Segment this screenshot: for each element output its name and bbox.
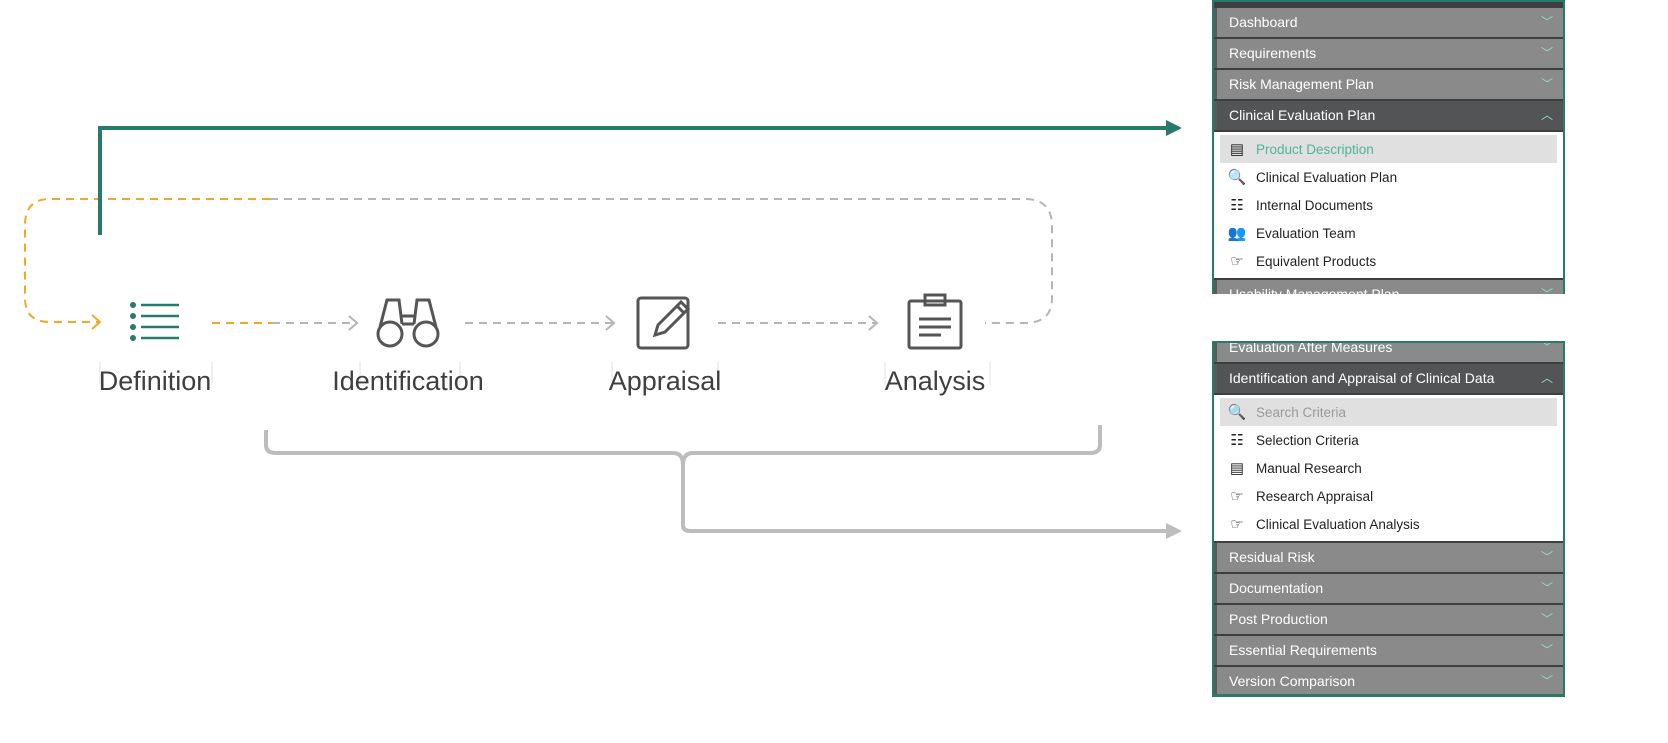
nav-header-evaluation-after-measures[interactable]: Evaluation After Measures ﹀ <box>1214 341 1563 362</box>
item-label: Clinical Evaluation Plan <box>1256 169 1398 185</box>
step-label: Appraisal <box>608 366 722 396</box>
chevron-up-icon: ︿ <box>1540 108 1553 122</box>
teal-arrow <box>98 126 1168 235</box>
item-label: Equivalent Products <box>1256 253 1377 269</box>
step-definition: Definition <box>55 292 255 397</box>
checklist-icon: ☷ <box>1230 432 1244 449</box>
arrowhead-orange <box>91 314 102 330</box>
step-label: Identification <box>332 366 484 396</box>
step-analysis: Analysis <box>835 292 1035 397</box>
nav-item-clinical-evaluation-plan[interactable]: 🔍 Clinical Evaluation Plan <box>1220 163 1557 191</box>
clipboard-icon <box>835 292 1035 352</box>
nav-items: 🔍 Search Criteria ☷ Selection Criteria ▤ Ma… <box>1214 395 1563 541</box>
nav-item-research-appraisal[interactable]: ☞ Research Appraisal <box>1220 482 1557 510</box>
header-label: Usability Management Plan <box>1229 286 1400 294</box>
nav-item-product-description[interactable]: ▤ Product Description <box>1220 135 1557 163</box>
header-label: Evaluation After Measures <box>1229 341 1393 355</box>
nav-header-post-production[interactable]: Post Production ﹀ <box>1214 605 1563 634</box>
nav-item-selection-criteria[interactable]: ☷ Selection Criteria <box>1220 426 1557 454</box>
nav-header-essential-requirements[interactable]: Essential Requirements ﹀ <box>1214 636 1563 665</box>
nav-item-equivalent-products[interactable]: ☞ Equivalent Products <box>1220 247 1557 275</box>
nav-header-risk-management-plan[interactable]: Risk Management Plan ﹀ <box>1214 70 1563 99</box>
item-label: Evaluation Team <box>1256 225 1356 241</box>
chevron-down-icon: ﹀ <box>1540 77 1553 91</box>
item-label: Search Criteria <box>1256 404 1347 420</box>
nav-header-requirements[interactable]: Requirements ﹀ <box>1214 39 1563 68</box>
header-label: Essential Requirements <box>1229 642 1377 658</box>
nav-item-search-criteria[interactable]: 🔍 Search Criteria <box>1220 398 1557 426</box>
document-hand-icon: ☞ <box>1230 488 1244 505</box>
nav-item-manual-research[interactable]: ▤ Manual Research <box>1220 454 1557 482</box>
document-hand-icon: ☞ <box>1230 253 1244 270</box>
nav-header-dashboard[interactable]: Dashboard ﹀ <box>1214 8 1563 37</box>
header-label: Post Production <box>1229 611 1328 627</box>
chevron-down-icon: ﹀ <box>1540 581 1553 595</box>
header-label: Documentation <box>1229 580 1324 596</box>
team-icon: 👥 <box>1227 225 1247 242</box>
header-label: Identification and Appraisal of Clinical… <box>1229 370 1495 386</box>
chevron-down-icon: ﹀ <box>1540 15 1553 29</box>
nav-header-residual-risk[interactable]: Residual Risk ﹀ <box>1214 543 1563 572</box>
nav-header-version-comparison[interactable]: Version Comparison ﹀ <box>1214 667 1563 694</box>
chevron-down-icon: ﹀ <box>1540 550 1553 564</box>
chevron-down-icon: ﹀ <box>1540 674 1553 688</box>
edit-icon <box>565 292 765 352</box>
step-label: Definition <box>98 366 212 396</box>
chevron-down-icon: ﹀ <box>1540 341 1553 354</box>
chevron-down-icon: ﹀ <box>1540 612 1553 626</box>
header-label: Dashboard <box>1229 14 1298 30</box>
loop-orange <box>24 198 270 323</box>
item-label: Internal Documents <box>1256 197 1374 213</box>
step-appraisal: Appraisal <box>565 292 765 397</box>
checklist-icon: ☷ <box>1230 197 1244 214</box>
product-description-icon: ▤ <box>1229 141 1245 158</box>
nav-header-identification-appraisal[interactable]: Identification and Appraisal of Clinical… <box>1214 364 1563 393</box>
item-label: Selection Criteria <box>1256 432 1359 448</box>
nav-items: ▤ Product Description 🔍 Clinical Evaluatio… <box>1214 132 1563 278</box>
header-label: Risk Management Plan <box>1229 76 1374 92</box>
loop-grey <box>270 198 1053 324</box>
chevron-up-icon: ︿ <box>1540 371 1553 385</box>
search-list-icon: 🔍 <box>1227 404 1247 421</box>
nav-item-internal-documents[interactable]: ☷ Internal Documents <box>1220 191 1557 219</box>
chevron-down-icon: ﹀ <box>1540 643 1553 657</box>
header-label: Version Comparison <box>1229 673 1356 689</box>
nav-item-clinical-evaluation-analysis[interactable]: ☞ Clinical Evaluation Analysis <box>1220 510 1557 538</box>
nav-item-evaluation-team[interactable]: 👥 Evaluation Team <box>1220 219 1557 247</box>
item-label: Manual Research <box>1256 460 1362 476</box>
bracket-grey <box>264 425 1168 533</box>
nav-panel-bottom: Evaluation After Measures ﹀ Identificatio… <box>1212 341 1565 697</box>
list-icon <box>55 292 255 352</box>
search-list-icon: 🔍 <box>1227 169 1247 186</box>
step-label: Analysis <box>884 366 986 396</box>
chevron-down-icon: ﹀ <box>1540 46 1553 60</box>
item-label: Research Appraisal <box>1256 488 1374 504</box>
nav-header-usability-management-plan[interactable]: Usability Management Plan ﹀ <box>1214 280 1563 294</box>
item-label: Product Description <box>1256 141 1374 157</box>
chevron-down-icon: ﹀ <box>1540 287 1553 294</box>
header-label: Requirements <box>1229 45 1317 61</box>
nav-header-clinical-evaluation-plan[interactable]: Clinical Evaluation Plan ︿ <box>1214 101 1563 130</box>
binoculars-icon <box>308 292 508 352</box>
header-label: Clinical Evaluation Plan <box>1229 107 1376 123</box>
header-label: Residual Risk <box>1229 549 1315 565</box>
item-label: Clinical Evaluation Analysis <box>1256 516 1420 532</box>
document-hand-icon: ☞ <box>1230 516 1244 533</box>
product-description-icon: ▤ <box>1229 460 1245 477</box>
step-identification: Identification <box>308 292 508 397</box>
nav-panel-top: Dashboard ﹀ Requirements ﹀ Risk Management… <box>1212 0 1565 294</box>
nav-header-documentation[interactable]: Documentation ﹀ <box>1214 574 1563 603</box>
